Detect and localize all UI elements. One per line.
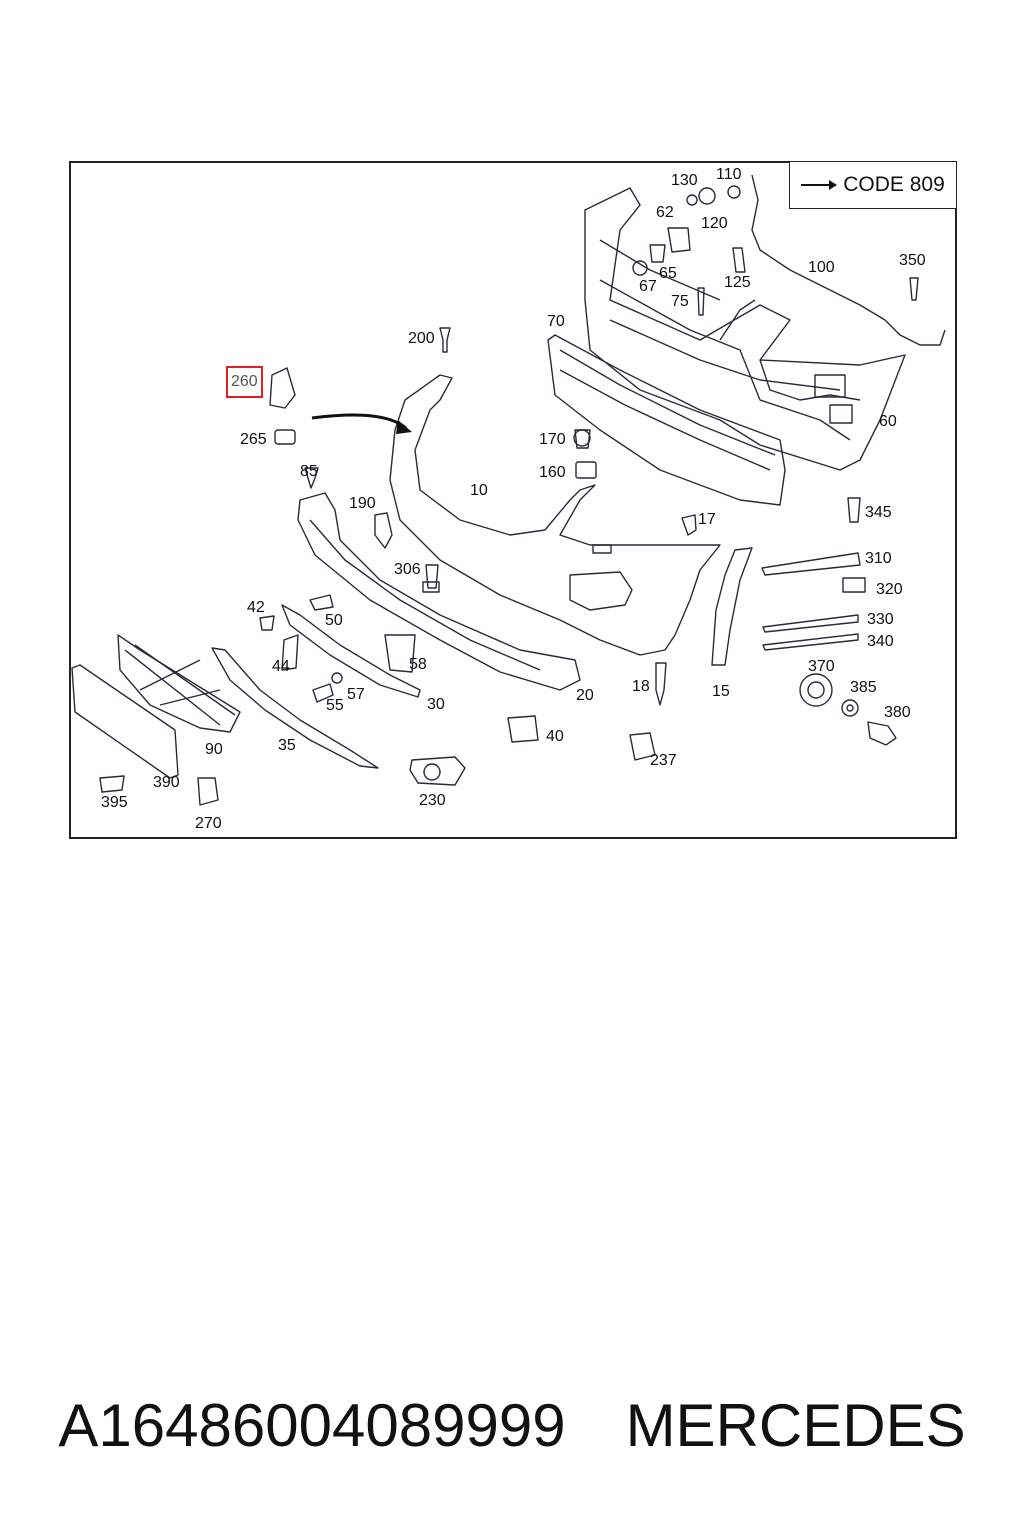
callout-170: 170 (539, 431, 566, 448)
callout-30: 30 (427, 696, 445, 713)
callout-18: 18 (632, 678, 650, 695)
callout-17: 17 (698, 511, 716, 528)
small-parts (99, 185, 919, 806)
wiring-harness-100 (751, 174, 946, 346)
callout-370: 370 (808, 658, 835, 675)
callout-67: 67 (639, 278, 657, 295)
mesh-grille-90 (117, 634, 241, 733)
bumper-carrier-60 (584, 187, 906, 471)
lower-spoiler-20 (297, 492, 581, 691)
callout-75: 75 (671, 293, 689, 310)
callout-320: 320 (876, 581, 903, 598)
callout-385: 385 (850, 679, 877, 696)
part-number: A16486004089999 (58, 1391, 566, 1459)
callout-85: 85 (300, 463, 318, 480)
callout-70: 70 (547, 313, 565, 330)
callout-65: 65 (659, 265, 677, 282)
callout-160: 160 (539, 464, 566, 481)
grille-35 (211, 647, 379, 769)
callout-110: 110 (716, 166, 742, 183)
grille-30 (281, 604, 421, 698)
callout-120: 120 (701, 215, 728, 232)
callout-390: 390 (153, 774, 180, 791)
callout-15: 15 (712, 683, 730, 700)
callout-200: 200 (408, 330, 435, 347)
code-label: CODE 809 (843, 173, 945, 196)
callout-270: 270 (195, 815, 222, 832)
callout-130: 130 (671, 172, 698, 189)
callout-395: 395 (101, 794, 128, 811)
arrow-right-icon (801, 180, 838, 190)
impact-absorber-70 (547, 334, 786, 506)
callout-42: 42 (247, 599, 265, 616)
callout-125: 125 (724, 274, 751, 291)
callout-340: 340 (867, 633, 894, 650)
callout-230: 230 (419, 792, 446, 809)
callout-330: 330 (867, 611, 894, 628)
callout-58: 58 (409, 656, 427, 673)
callout-60: 60 (879, 413, 897, 430)
caption: A16486004089999 MERCEDES (0, 1385, 1024, 1465)
callout-345: 345 (865, 504, 892, 521)
callout-50: 50 (325, 612, 343, 629)
callout-40: 40 (546, 728, 564, 745)
callout-350: 350 (899, 252, 926, 269)
bumper-cover-10 (374, 374, 721, 656)
callout-90: 90 (205, 741, 223, 758)
callout-35: 35 (278, 737, 296, 754)
callout-260-highlighted: 260 (226, 366, 263, 398)
callout-380: 380 (884, 704, 911, 721)
pointer-arrow (311, 413, 407, 430)
callout-57: 57 (347, 686, 365, 703)
callout-190: 190 (349, 495, 376, 512)
brand-name: MERCEDES (625, 1391, 966, 1459)
callout-237: 237 (650, 752, 677, 769)
diagram-frame (69, 161, 957, 839)
trim-strip-15 (711, 547, 753, 666)
callout-55: 55 (326, 697, 344, 714)
callout-62: 62 (656, 204, 674, 221)
callout-310: 310 (865, 550, 892, 567)
callout-100: 100 (808, 259, 835, 276)
callout-44: 44 (272, 658, 290, 675)
callout-20: 20 (576, 687, 594, 704)
callout-265: 265 (240, 431, 267, 448)
callout-10: 10 (470, 482, 488, 499)
plate-holder-390 (71, 664, 179, 779)
callout-306: 306 (394, 561, 421, 578)
code-legend: CODE 809 (789, 161, 957, 209)
